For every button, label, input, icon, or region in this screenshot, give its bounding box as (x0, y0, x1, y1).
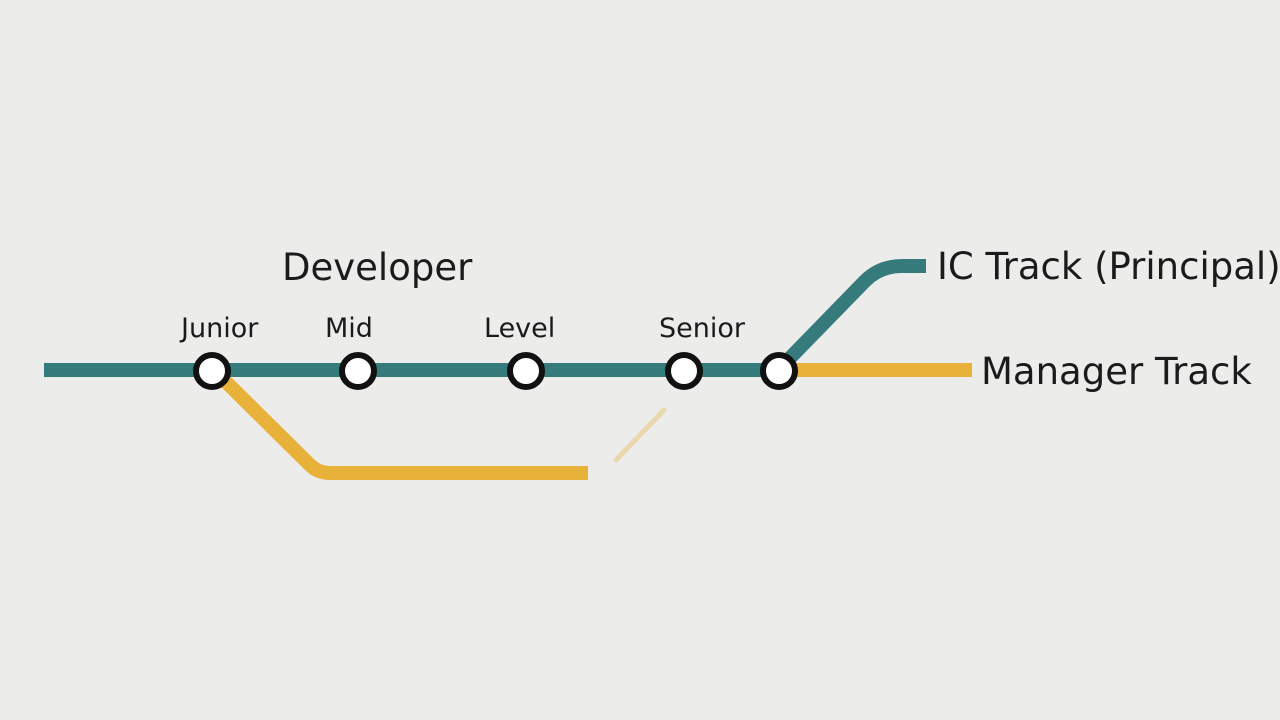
station-mid (339, 352, 377, 390)
stage-label-level: Level (484, 313, 556, 344)
station-fork (760, 352, 798, 390)
station-level (507, 352, 545, 390)
junior-branch-line (217, 373, 588, 480)
faded-connector-line (613, 407, 667, 463)
ic-track-line (782, 259, 926, 365)
manager-track-label: Manager Track (981, 350, 1252, 393)
diagram-title: Developer (282, 246, 473, 289)
stage-label-junior: Junior (181, 313, 259, 344)
stage-label-mid: Mid (325, 313, 373, 344)
station-senior (665, 352, 703, 390)
station-junior (193, 352, 231, 390)
ic-track-label: IC Track (Principal) (937, 245, 1280, 288)
stage-label-senior: Senior (659, 313, 745, 344)
